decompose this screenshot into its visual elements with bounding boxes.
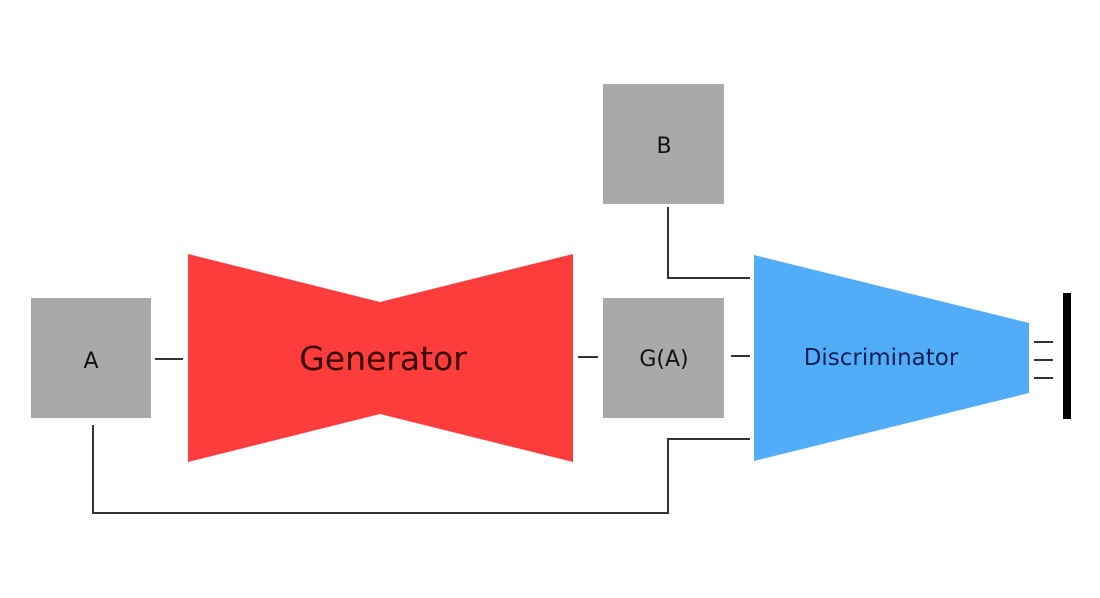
node-ga-box [603,298,724,418]
connectors [92,207,750,514]
node-ga-label: G(A) [639,347,688,372]
node-generator: Generator [188,254,573,462]
connector-a-to-discriminator [92,425,750,514]
discriminator-shape [754,255,1029,461]
node-b: B [603,84,724,204]
connector-b-to-discriminator [667,207,750,279]
node-ga: G(A) [603,298,724,418]
node-a: A [31,298,151,418]
node-b-box [603,84,724,204]
generator-shape [188,254,573,462]
output-bar [1063,293,1071,419]
generator-label: Generator [299,339,467,378]
node-b-label: B [656,134,671,159]
discriminator-label: Discriminator [804,345,959,371]
node-a-label: A [83,349,98,374]
node-discriminator: Discriminator [754,255,1029,461]
output [1034,293,1071,419]
node-a-box [31,298,151,418]
